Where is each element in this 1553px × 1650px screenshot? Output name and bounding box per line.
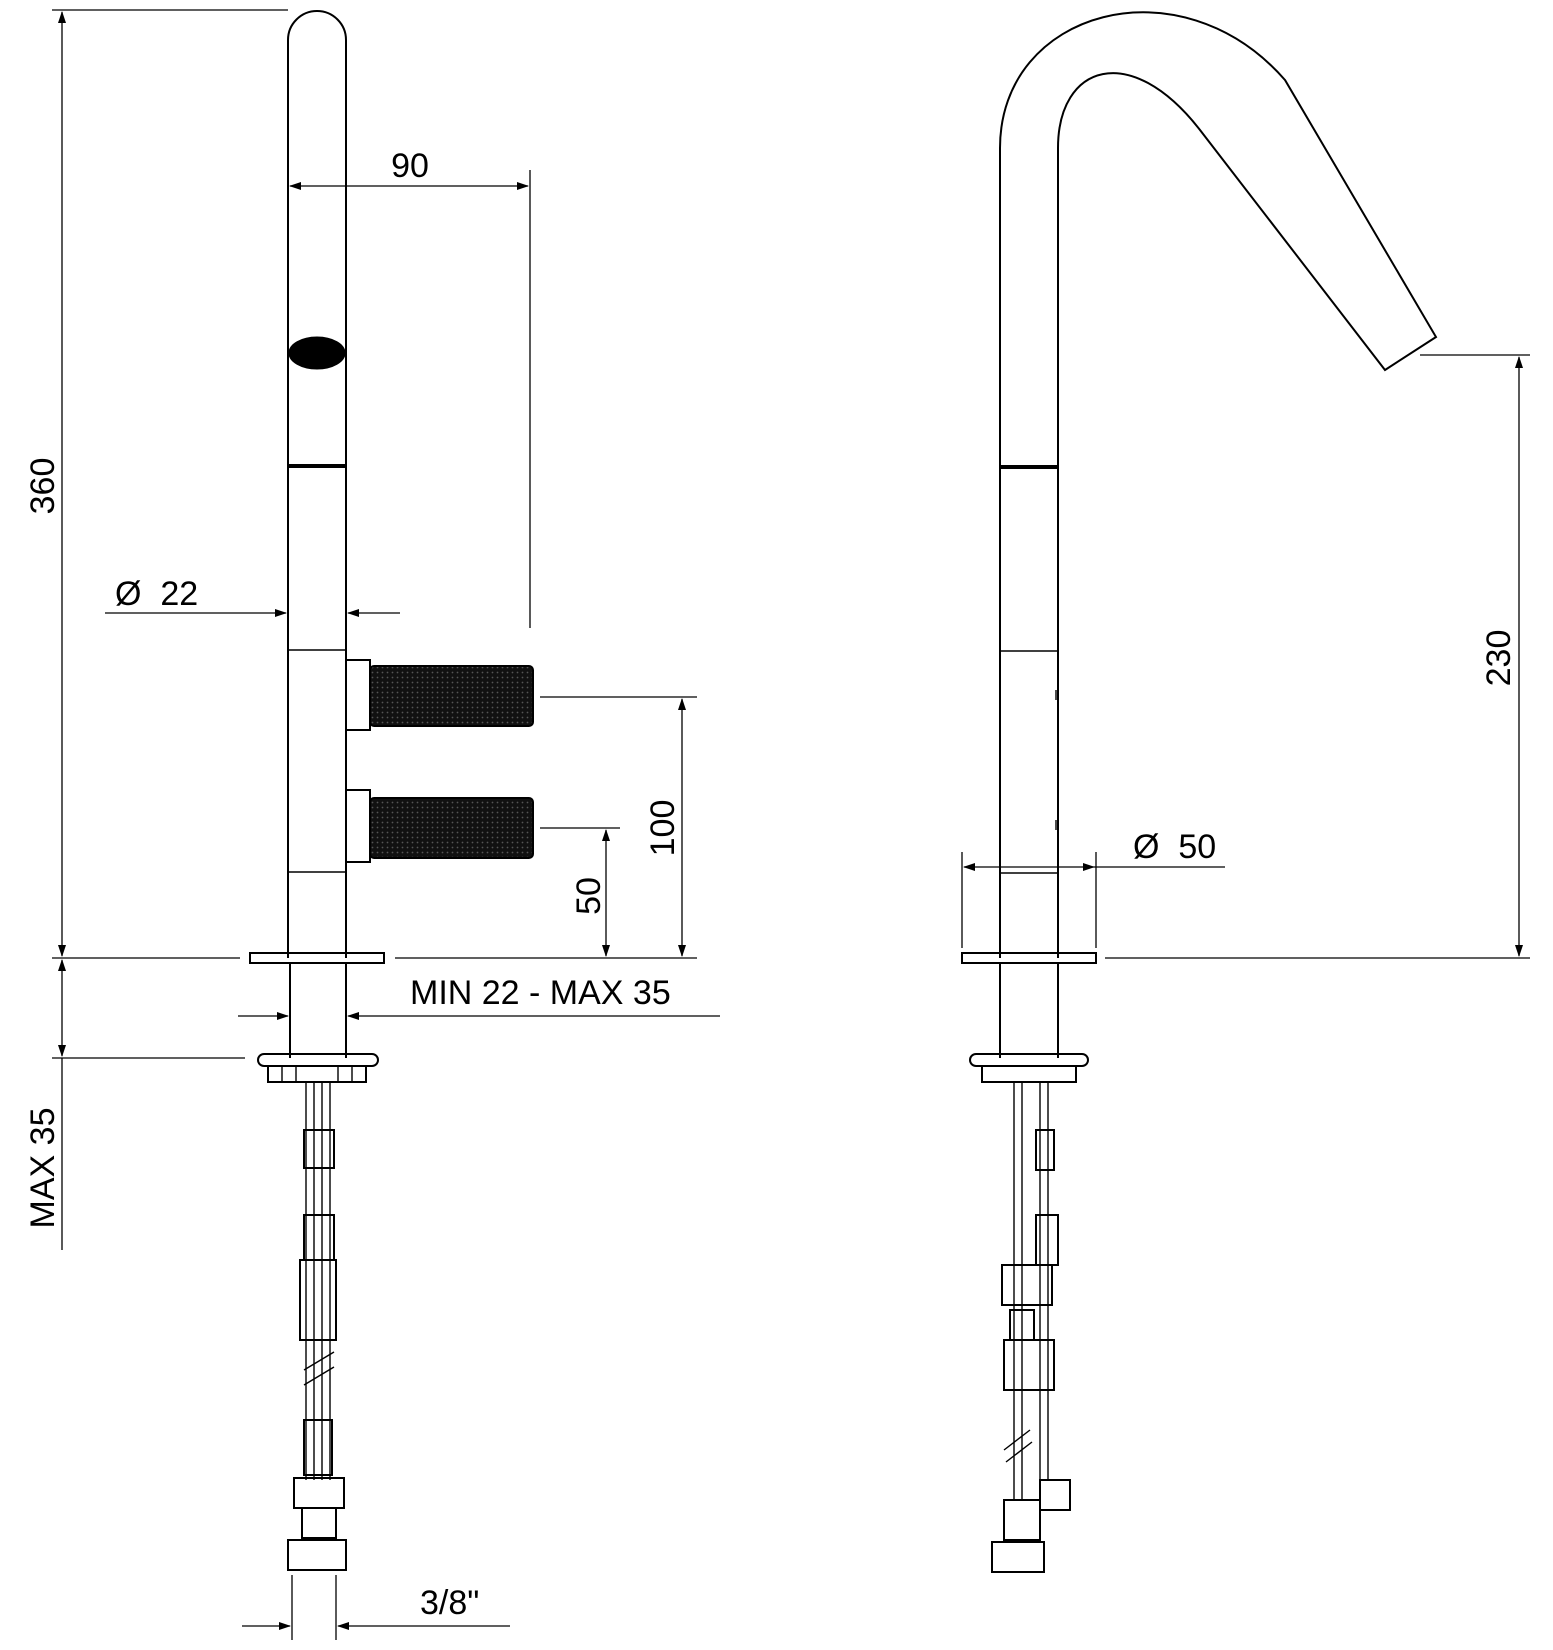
front-spout-body bbox=[287, 10, 347, 958]
front-hose-nut bbox=[293, 1477, 345, 1509]
side-lock-nut bbox=[981, 1065, 1077, 1083]
side-connector-nut bbox=[991, 1541, 1045, 1573]
dim-outlet-height: 230 bbox=[1480, 630, 1518, 687]
dimension-lines bbox=[52, 9, 1530, 1640]
front-connector-nut bbox=[287, 1539, 347, 1571]
handle-connector bbox=[346, 659, 371, 731]
side-view bbox=[961, 11, 1438, 1573]
front-deck-flange bbox=[249, 952, 385, 964]
upper-handle bbox=[369, 665, 534, 727]
side-lock-ring bbox=[969, 1053, 1089, 1067]
dim-connection-thread: 3/8" bbox=[420, 1584, 479, 1622]
side-deck-flange bbox=[961, 952, 1097, 964]
dim-spout-reach: 90 bbox=[391, 147, 429, 185]
dim-base-diameter: Ø 50 bbox=[1133, 828, 1216, 866]
front-lock-nut bbox=[267, 1065, 367, 1083]
dim-handle-lower: 50 bbox=[570, 877, 608, 915]
dim-spout-diameter: Ø 22 bbox=[115, 575, 198, 613]
handle-connector-lower bbox=[346, 789, 371, 863]
front-supply-hoses bbox=[287, 1082, 347, 1571]
dim-height-total: 360 bbox=[24, 458, 62, 515]
dim-handle-upper: 100 bbox=[644, 800, 682, 857]
lower-handle bbox=[369, 797, 534, 859]
front-lock-ring bbox=[257, 1053, 379, 1067]
front-view bbox=[249, 10, 534, 1571]
side-supply-hoses bbox=[991, 1082, 1071, 1573]
side-spout-body bbox=[999, 11, 1438, 958]
dim-deck-thickness: MIN 22 - MAX 35 bbox=[410, 974, 671, 1012]
front-spout-sensor bbox=[288, 336, 346, 370]
dim-under-counter: MAX 35 bbox=[24, 1108, 62, 1229]
